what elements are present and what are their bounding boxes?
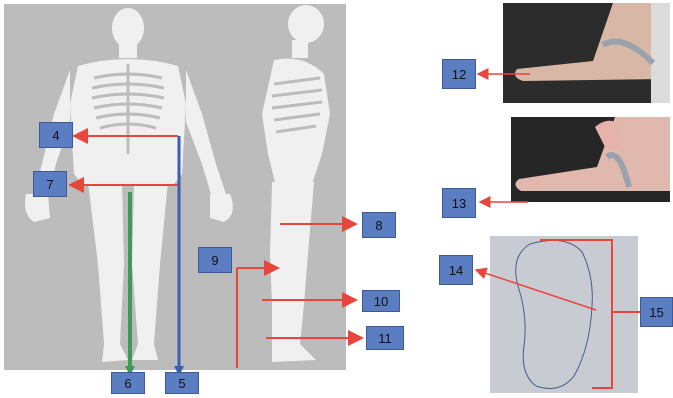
label-7: 7 bbox=[33, 171, 67, 197]
label-11: 11 bbox=[366, 326, 404, 350]
label-9: 9 bbox=[198, 247, 232, 273]
arrow-14 bbox=[476, 270, 596, 310]
label-12: 12 bbox=[442, 59, 476, 89]
label-15: 15 bbox=[640, 297, 673, 327]
label-13: 13 bbox=[442, 188, 476, 218]
label-4: 4 bbox=[39, 122, 73, 148]
label-8: 8 bbox=[362, 212, 396, 238]
label-10: 10 bbox=[362, 290, 400, 312]
label-14: 14 bbox=[439, 255, 473, 285]
bracket-15 bbox=[540, 240, 612, 388]
label-6: 6 bbox=[111, 372, 145, 394]
label-5: 5 bbox=[165, 372, 199, 394]
